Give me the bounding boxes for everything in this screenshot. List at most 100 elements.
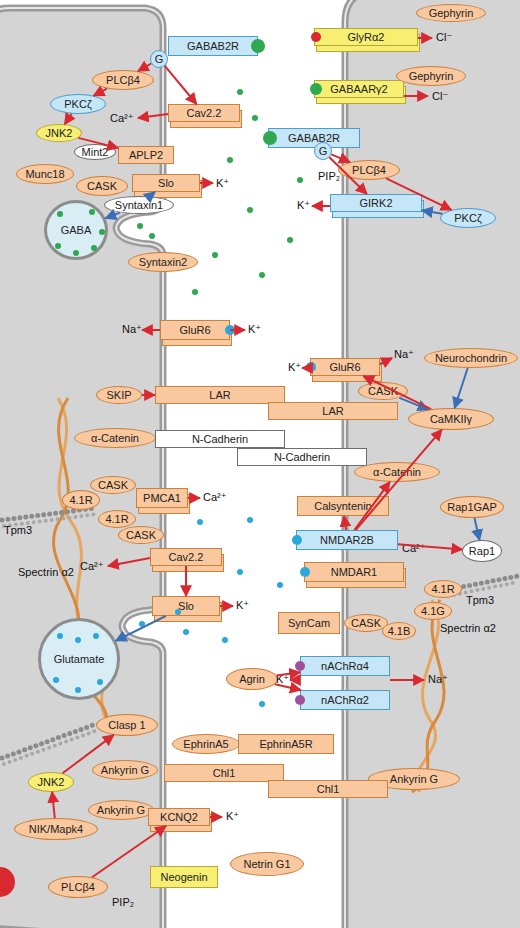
- node-text: N-Cadherin: [192, 433, 248, 445]
- gaba-dots: [55, 89, 303, 295]
- node-text: Mint2: [82, 146, 109, 158]
- node-text: 4.1B: [388, 625, 411, 637]
- ellipse-node: CASK: [118, 526, 164, 544]
- node-text: LAR: [322, 405, 343, 417]
- glutamate-dots: [53, 517, 283, 707]
- gaba-dot: [297, 177, 303, 183]
- ellipse-node: α-Catenin: [354, 462, 440, 482]
- actin-filament: [2, 724, 96, 758]
- glutamate-dot: [183, 629, 189, 635]
- ion-label: PIP₂: [112, 896, 134, 909]
- node-text: Slo: [158, 177, 174, 189]
- node-text: EphrinA5R: [259, 738, 312, 750]
- connector-arrow: [354, 482, 389, 530]
- ion-arrow: [210, 816, 222, 818]
- node-text: Syntaxin2: [139, 256, 187, 268]
- glutamate-dot: [259, 701, 265, 707]
- gaba-dot: [237, 89, 243, 95]
- gaba-dot: [149, 233, 155, 239]
- node-text: Chl1: [317, 783, 340, 795]
- node-text: Munc18: [25, 168, 64, 180]
- gaba-ligand: [251, 39, 265, 53]
- node-text: Slo: [178, 600, 194, 612]
- ellipse-node: Rap1GAP: [440, 496, 504, 518]
- gaba-dot: [287, 237, 293, 243]
- glutamate-dot: [97, 679, 103, 685]
- connector-arrow: [363, 376, 431, 409]
- ellipse-node: CASK: [90, 476, 136, 494]
- glutamate-dot: [93, 633, 99, 639]
- box-node: GlyRα2: [314, 28, 418, 46]
- node-text: Neurochondrin: [435, 352, 507, 364]
- node-text: α-Catenin: [91, 432, 139, 444]
- acetylcholine-ligand: [295, 661, 305, 671]
- ellipse-node: Gephyrin: [416, 4, 486, 22]
- connector-arrow: [106, 213, 121, 219]
- ion-arrow: [108, 558, 150, 566]
- box-node: LAR: [155, 386, 285, 404]
- connector-arrow: [142, 394, 155, 396]
- glutamate-dot: [75, 637, 81, 643]
- gaba-dot: [89, 209, 95, 215]
- ion-label: Na⁺: [122, 323, 142, 336]
- ion-arrow: [230, 329, 245, 331]
- node-text: CASK: [368, 385, 398, 397]
- connector-arrow: [398, 544, 462, 549]
- node-text: 4.1R: [69, 494, 92, 506]
- ion-label: Spectrin α2: [440, 622, 496, 635]
- gaba-dot: [192, 289, 198, 295]
- node-text: LAR: [209, 389, 230, 401]
- node-text: PMCA1: [143, 492, 181, 504]
- connector-arrow: [52, 792, 55, 818]
- connector-arrow: [344, 516, 346, 530]
- ellipse-node: 4.1R: [424, 580, 462, 598]
- ellipse-node: PKCζ: [440, 208, 496, 228]
- box-node: Cav2.2: [168, 104, 240, 122]
- connector-arrow: [94, 89, 107, 96]
- node-text: Ankyrin G: [97, 804, 145, 816]
- ellipse-node: JNK2: [36, 124, 82, 142]
- ion-arrow: [418, 37, 432, 39]
- node-text: Agrin: [239, 673, 265, 685]
- node-text: 4.1G: [421, 605, 445, 617]
- ellipse-node: PLCβ4: [338, 160, 400, 180]
- ion-arrow: [188, 497, 200, 499]
- ion-label: Cl⁻: [436, 31, 452, 44]
- node-text: 4.1R: [105, 513, 128, 525]
- ellipse-node: Gephyrin: [396, 66, 466, 86]
- node-text: PKCζ: [454, 212, 481, 224]
- node-text: Clasp 1: [108, 719, 145, 731]
- ion-label: K⁺: [236, 599, 249, 612]
- node-text: GlyRα2: [348, 31, 385, 43]
- ion-label: K⁺: [216, 177, 229, 190]
- ion-label: K⁺: [297, 199, 310, 212]
- glutamate-dot: [175, 609, 181, 615]
- gaba-dot: [259, 272, 265, 278]
- gaba-ligand: [310, 83, 322, 95]
- ion-label: K⁺: [226, 810, 239, 823]
- node-text: N-Cadherin: [274, 451, 330, 463]
- node-text: KCNQ2: [160, 811, 198, 823]
- ion-arrow: [200, 182, 213, 184]
- ellipse-node: PKCζ: [50, 94, 106, 114]
- ellipse-node: Clasp 1: [96, 714, 158, 736]
- connector-arrow: [165, 66, 197, 104]
- node-text: Ankyrin G: [101, 764, 149, 776]
- node-text: CASK: [87, 180, 117, 192]
- node-text: Chl1: [213, 767, 236, 779]
- box-node: N-Cadherin: [237, 448, 367, 466]
- box-node: nAChRα4: [300, 656, 390, 676]
- connector-arrow: [277, 672, 300, 675]
- node-text: Calsyntenin: [314, 500, 371, 512]
- node-text: NMDAR1: [331, 566, 377, 578]
- box-node: PMCA1: [136, 488, 188, 508]
- connector-arrow: [331, 154, 350, 162]
- node-text: PLCβ4: [106, 74, 140, 86]
- spectrin-strand: [412, 600, 444, 792]
- node-text: CASK: [98, 479, 128, 491]
- box-node: SynCam: [278, 612, 340, 634]
- node-text: PLCβ4: [352, 164, 386, 176]
- gaba-dot: [91, 245, 97, 251]
- gaba-dot: [212, 252, 218, 258]
